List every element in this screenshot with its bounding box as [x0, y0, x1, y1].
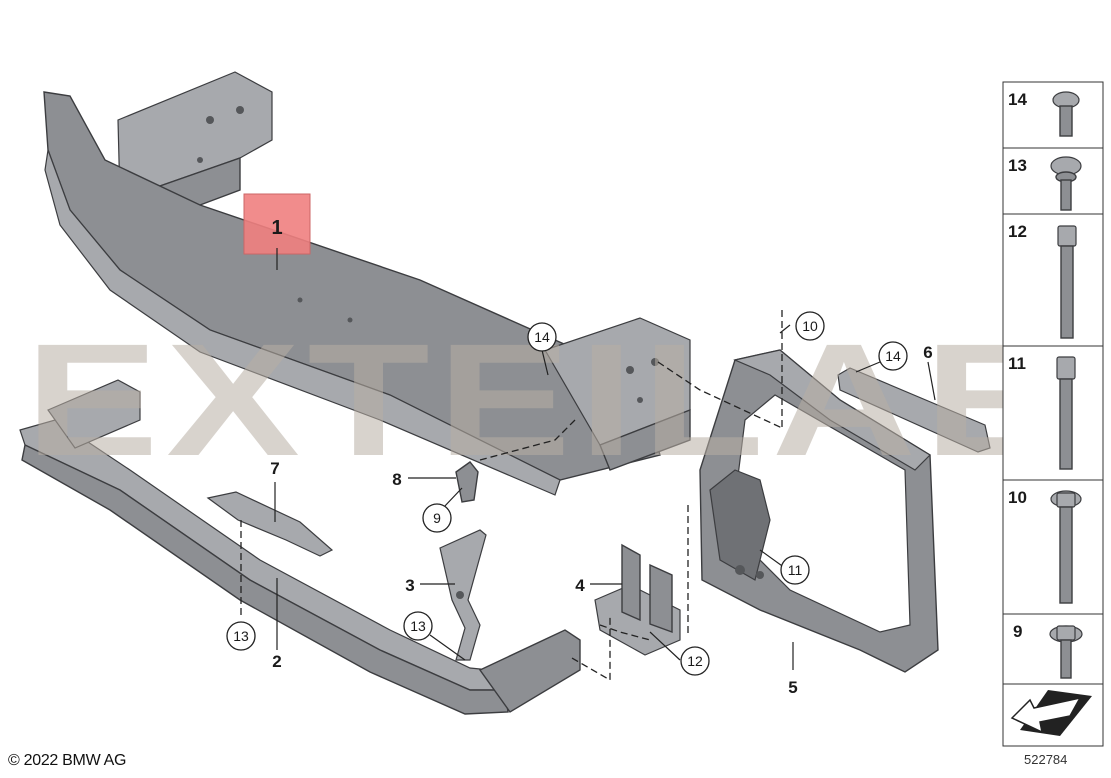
fastener-item-9[interactable]: 9: [1002, 613, 1104, 685]
flange-bolt-icon: [1050, 490, 1082, 604]
part-1-carrier[interactable]: [43, 71, 691, 496]
callout-8: 8: [392, 470, 401, 489]
callout-5: 5: [788, 678, 797, 697]
callout-circle-11: 11: [780, 555, 810, 585]
fastener-number: 13: [1008, 156, 1027, 175]
callout-7: 7: [270, 459, 279, 478]
callout-circle-9: 9: [422, 503, 452, 533]
fastener-item-10[interactable]: 10: [1002, 479, 1104, 615]
part-4-mount[interactable]: [594, 543, 681, 656]
svg-text:9: 9: [433, 510, 441, 526]
svg-text:10: 10: [802, 318, 818, 334]
fastener-item-12[interactable]: 12: [1002, 213, 1104, 347]
fastener-panel: 14 13 12 11: [1002, 81, 1104, 747]
svg-text:13: 13: [410, 618, 426, 634]
flange-bolt-short-icon: [1049, 625, 1083, 679]
hex-bolt-icon: [1056, 356, 1076, 470]
part-8-stop[interactable]: [455, 461, 479, 503]
svg-text:14: 14: [534, 329, 550, 345]
callout-circle-10: 10: [795, 311, 825, 341]
callout-circle-14-strut: 14: [878, 341, 908, 371]
callout-circle-12: 12: [680, 646, 710, 676]
callout-1: 1: [271, 217, 282, 239]
callout-2: 2: [272, 652, 281, 671]
arrow-front-icon: [1002, 683, 1104, 747]
svg-text:12: 12: [687, 653, 703, 669]
diagram-number: 522784: [1024, 752, 1068, 767]
washer-screw-icon: [1050, 156, 1082, 211]
assembly-lines: [240, 310, 783, 682]
fastener-item-14[interactable]: 14: [1002, 81, 1104, 149]
callout-3: 3: [405, 576, 414, 595]
callout-circle-13-bar: 13: [226, 621, 256, 651]
callout-labels: 1 2 3 4 5 6 7 8: [270, 217, 932, 697]
svg-text:13: 13: [233, 628, 249, 644]
callout-circle-14-beam: 14: [527, 322, 557, 352]
fastener-item-13[interactable]: 13: [1002, 147, 1104, 215]
callout-4: 4: [575, 576, 585, 595]
flange-screw-icon: [1052, 91, 1080, 137]
part-2-bumper-bar[interactable]: [19, 379, 581, 715]
part-7-plate[interactable]: [206, 491, 334, 557]
part-3-bracket[interactable]: [439, 529, 487, 661]
copyright-text: © 2022 BMW AG: [8, 752, 127, 769]
hex-bolt-long-icon: [1057, 225, 1077, 339]
svg-text:14: 14: [885, 348, 901, 364]
leader-lines: [274, 248, 936, 670]
svg-text:11: 11: [788, 562, 803, 578]
circled-callouts: 9 10 11 12 13 13 14 14: [226, 311, 908, 676]
fastener-number: 9: [1013, 622, 1022, 641]
fastener-number: 11: [1008, 354, 1026, 373]
highlight-box: [243, 193, 311, 255]
part-6-strut[interactable]: [837, 367, 991, 453]
callout-circle-13-bracket: 13: [403, 611, 433, 641]
fastener-number: 12: [1008, 222, 1027, 241]
fastener-number: 14: [1008, 90, 1027, 109]
part-5-front-frame[interactable]: [699, 349, 939, 673]
fastener-item-11[interactable]: 11: [1002, 345, 1104, 481]
callout-6: 6: [923, 343, 932, 362]
fastener-number: 10: [1008, 488, 1027, 507]
